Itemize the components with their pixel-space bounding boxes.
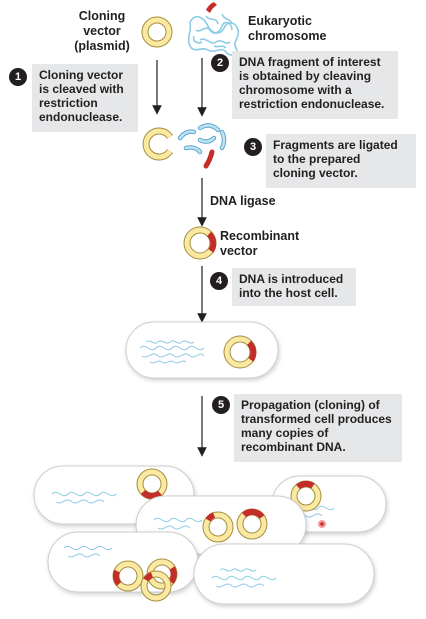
dna-fragments-icon — [177, 123, 227, 169]
host-cell-copy — [193, 543, 375, 605]
step-2-text-line: DNA fragment of interest — [239, 55, 381, 69]
chromosome-label-line: Eukaryotic — [248, 14, 312, 28]
step-1-text-line: is cleaved with — [39, 82, 124, 96]
step-5-text-line: many copies of — [241, 426, 329, 440]
step-2-text-line: chromosome with a — [239, 83, 352, 97]
host-cell-copy — [47, 531, 199, 602]
step-5-text-line: transformed cell produces — [241, 412, 392, 426]
eukaryotic-chromosome-label: Eukaryotic chromosome — [248, 14, 327, 44]
recombinant-vector-icon — [183, 226, 217, 260]
recombinant-label-line: vector — [220, 244, 258, 258]
step-1-text-line: restriction — [39, 96, 98, 110]
cloning-vector-label-line: vector — [83, 24, 121, 38]
chromosome-icon — [187, 13, 240, 56]
step-4-text-line: DNA is introduced — [239, 272, 344, 286]
step-5-number: 5 — [212, 396, 230, 414]
step-2-number: 2 — [211, 54, 229, 72]
step-3-box: Fragments are ligated to the prepared cl… — [266, 134, 416, 188]
step-4-number: 4 — [210, 272, 228, 290]
cloning-vector-label: Cloning vector (plasmid) — [70, 9, 134, 54]
host-cell — [125, 321, 279, 379]
step-5-box: Propagation (cloning) of transformed cel… — [234, 394, 402, 462]
chromosome-label-line: chromosome — [248, 29, 327, 43]
step-3-text-line: cloning vector. — [273, 166, 358, 180]
cloning-vector-label-line: Cloning — [78, 9, 126, 23]
step-3-text-line: to the prepared — [273, 152, 361, 166]
step-3-text-line: Fragments are ligated — [273, 138, 398, 152]
step-2-text-line: is obtained by cleaving — [239, 69, 372, 83]
cut-vector-icon — [142, 127, 173, 161]
step-5-text-line: Propagation (cloning) of — [241, 398, 380, 412]
step-2-text-line: restriction endonuclease. — [239, 97, 385, 111]
gene-of-interest-icon — [206, 2, 217, 13]
step-1-box: Cloning vector is cleaved with restricti… — [32, 64, 138, 132]
step-1-number: 1 — [9, 68, 27, 86]
step-2-box: DNA fragment of interest is obtained by … — [232, 51, 398, 119]
step-4-box: DNA is introduced into the host cell. — [232, 268, 356, 306]
recombinant-label-line: Recombinant — [220, 229, 300, 243]
cell-cluster — [33, 465, 387, 605]
recombinant-vector-label: Recombinant vector — [220, 229, 299, 259]
step-3-number: 3 — [244, 138, 262, 156]
plasmid-icon — [141, 16, 173, 48]
cloning-vector-label-line: (plasmid) — [74, 39, 130, 53]
step-5-text-line: recombinant DNA. — [241, 440, 346, 454]
step-4-text-line: into the host cell. — [239, 286, 338, 300]
step-1-text-line: endonuclease. — [39, 110, 123, 124]
step-1-text-line: Cloning vector — [39, 68, 124, 82]
dna-ligase-label: DNA ligase — [210, 194, 276, 208]
